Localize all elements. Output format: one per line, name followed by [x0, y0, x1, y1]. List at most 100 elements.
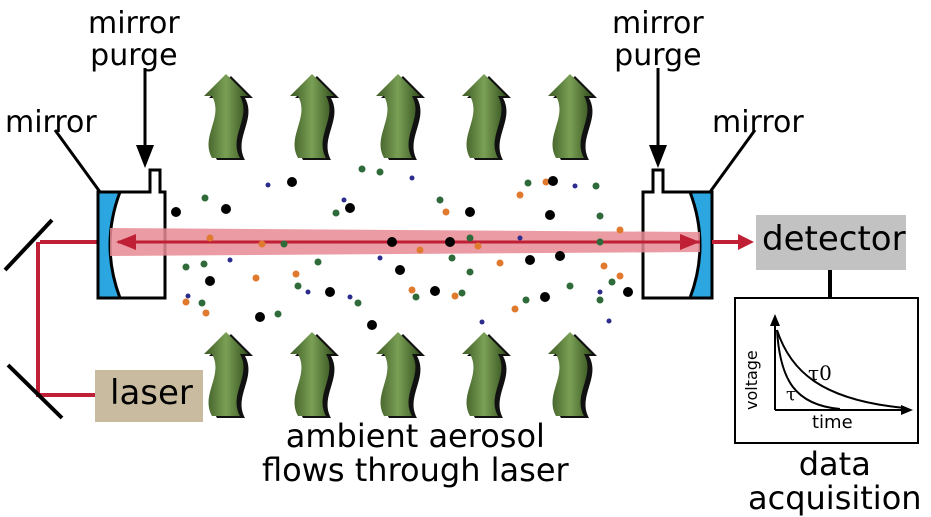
flow-arrow-icon	[204, 332, 253, 418]
aerosol-particle	[623, 287, 633, 297]
aerosol-particle	[451, 292, 459, 300]
aerosol-particle	[524, 179, 532, 187]
aerosol-particle	[430, 286, 440, 296]
aerosol-particle	[182, 263, 190, 271]
steering-mirror-bottom	[6, 363, 64, 420]
aerosol-particle	[416, 246, 424, 254]
decay-curve-tau	[776, 329, 841, 410]
flow-arrow-icon	[290, 332, 339, 418]
aerosol-particle	[516, 191, 524, 199]
detector-label: detector	[762, 219, 906, 259]
acquisition-caption: data acquisition	[748, 445, 922, 517]
aerosol-particle	[345, 203, 355, 213]
aerosol-particle	[412, 293, 420, 301]
aerosol-particle	[616, 272, 624, 280]
aerosol-particle	[305, 289, 311, 295]
decay-curve-tau0	[776, 329, 906, 409]
plot-ylabel: voltage	[742, 350, 761, 410]
plot-xlabel: time	[812, 412, 853, 433]
aerosol-particle	[409, 175, 415, 181]
laser-label: laser	[110, 373, 193, 413]
aerosol-particle	[205, 276, 215, 286]
aerosol-particle	[287, 177, 297, 187]
aerosol-particle	[314, 258, 322, 266]
aerosol-particle	[227, 257, 233, 263]
aerosol-particle	[445, 237, 455, 247]
aerosol-particle	[376, 168, 384, 176]
aerosol-particle	[566, 282, 574, 290]
flow-arrow-icon	[376, 332, 425, 418]
aerosol-particle	[341, 197, 347, 203]
aerosol-particle	[600, 262, 608, 270]
plot-label-tau0: τ0	[808, 361, 832, 385]
aerosol-particle	[436, 196, 444, 204]
mirror-label-right: mirror	[712, 105, 804, 140]
purge-label-right: mirror purge	[612, 6, 704, 73]
aerosol-particle	[408, 286, 416, 294]
aerosol-particle	[201, 194, 209, 202]
detector-box	[756, 215, 906, 270]
plot-label-tau: τ	[786, 384, 796, 405]
aerosol-particle	[182, 298, 190, 306]
aerosol-particle	[280, 240, 288, 248]
aerosol-particle	[592, 182, 600, 190]
aerosol-particle	[265, 182, 271, 188]
aerosol-particle	[606, 318, 612, 324]
aerosol-particle	[548, 176, 558, 186]
flow-arrow-icon	[290, 74, 339, 160]
aerosol-particle	[377, 255, 383, 261]
aerosol-particle	[294, 282, 302, 290]
aerosol-particle	[511, 305, 519, 313]
mirror-label-left: mirror	[5, 105, 97, 140]
aerosol-particle	[596, 238, 604, 246]
aerosol-particle	[474, 242, 482, 250]
aerosol-particle	[616, 226, 624, 234]
aerosol-particle	[572, 183, 578, 189]
aerosol-particle	[255, 312, 265, 322]
flow-arrow-icon	[462, 332, 511, 418]
flow-arrow-icon	[548, 332, 597, 418]
aerosol-particle	[332, 209, 340, 217]
aerosol-particle	[252, 274, 260, 282]
aerosol-particle	[325, 287, 335, 297]
aerosol-particle	[442, 208, 450, 216]
aerosol-particle	[597, 289, 603, 295]
aerosol-particle	[466, 268, 474, 276]
aerosol-particle	[171, 207, 181, 217]
aerosol-particle	[522, 296, 530, 304]
aerosol-particle	[387, 237, 397, 247]
aerosol-particle	[608, 278, 616, 286]
aerosol-particle	[466, 234, 474, 242]
flow-arrow-icon	[376, 74, 425, 160]
aerosol-caption: ambient aerosol flows through laser	[262, 417, 569, 489]
aerosol-particle	[479, 319, 485, 325]
aerosol-particle	[185, 293, 191, 299]
aerosol-particle	[221, 204, 231, 214]
aerosol-particle	[465, 207, 475, 217]
aerosol-particle	[517, 235, 523, 241]
aerosol-particle	[545, 210, 555, 220]
aerosol-particle	[540, 292, 550, 302]
aerosol-particle	[200, 260, 208, 268]
aerosol-flow-arrows	[204, 74, 597, 418]
aerosol-particle	[198, 299, 206, 307]
aerosol-particle	[354, 299, 362, 307]
aerosol-particle	[596, 296, 604, 304]
aerosol-particle	[555, 251, 565, 261]
aerosol-particle	[367, 320, 377, 330]
aerosol-particle	[358, 165, 366, 173]
decay-plot	[734, 297, 919, 444]
flow-arrow-icon	[462, 74, 511, 160]
aerosol-particle	[292, 270, 300, 278]
purge-arrow-right	[649, 68, 667, 168]
flow-arrow-icon	[204, 74, 253, 160]
steering-mirror-top	[3, 218, 54, 272]
aerosol-particle	[596, 212, 604, 220]
aerosol-particle	[525, 255, 535, 265]
flow-arrow-icon	[548, 74, 597, 160]
aerosol-particle	[458, 289, 466, 297]
aerosol-particle	[496, 259, 504, 267]
aerosol-particle	[542, 178, 550, 186]
cavity-beam	[110, 228, 754, 256]
